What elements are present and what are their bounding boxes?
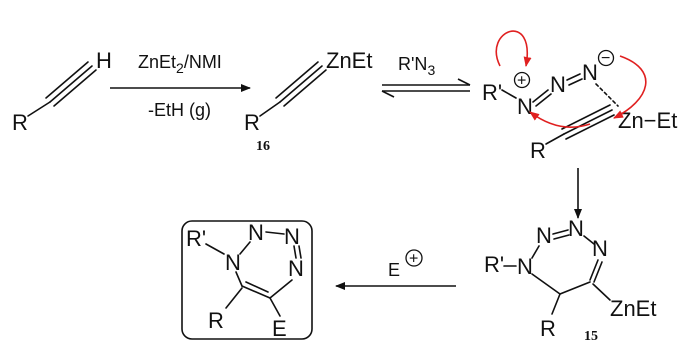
product-rprime-label: R' <box>186 226 206 251</box>
electrophile-plus-charge: + <box>409 251 418 268</box>
step4-arrow-group: E + <box>335 249 456 290</box>
product-n1-label: N <box>225 250 241 275</box>
triazole15-bond-n2-n3-b <box>553 234 570 240</box>
acetylide-triple-bond-1 <box>279 65 323 103</box>
compound-number-15: 15 <box>584 329 598 341</box>
step2-equilibrium-group: R'N3 <box>381 54 471 98</box>
azide-zinc-complex: R' N + N N − Zn−Et R <box>482 49 677 163</box>
complex-minus-charge: − <box>601 50 610 67</box>
triazole15-bond-n4-c4-b <box>593 261 603 283</box>
alkyne-triple-bond-1 <box>49 65 93 103</box>
acetylide-r-bond <box>259 101 281 117</box>
product-n3-label: N <box>284 224 300 249</box>
complex-n2-label: N <box>550 72 566 97</box>
complex-triple-bond-1 <box>563 109 613 135</box>
curly-arrow-top <box>495 30 532 67</box>
product-bond-n3-n4-a <box>293 245 297 259</box>
alkyne-triple-bond-3 <box>45 61 89 99</box>
acetylide-r-label: R <box>244 110 260 135</box>
step4-electrophile-label: E <box>388 260 400 280</box>
step1-byproduct-label: -EtH (g) <box>148 100 211 120</box>
product-e-label: E <box>272 316 287 341</box>
curly-arrows <box>495 30 647 128</box>
complex-zn-et-label: Zn−Et <box>618 108 677 133</box>
complex-minus-charge-circle <box>597 49 615 67</box>
product-n4-label: N <box>288 256 304 281</box>
product-bond-c4-c5-b <box>245 281 269 293</box>
product-bond-n3-n4-b <box>298 245 302 259</box>
complex-rprime-n-bond <box>501 89 517 99</box>
triazole15-bond-c4-c5 <box>559 281 591 295</box>
triazole15-c4-zn-bond <box>592 283 611 301</box>
triazole15-bond-c5-n1 <box>531 273 561 295</box>
equilibrium-reverse-barb <box>381 90 395 98</box>
complex-n3-label: N <box>582 60 598 85</box>
acetylide-triple-bond-2 <box>283 69 327 107</box>
product-rprime-bond <box>205 243 225 255</box>
acetylide-triple-bond-3 <box>275 61 319 99</box>
triazolyl-zinc-15: R' N N N N ZnEt R 15 <box>484 216 656 341</box>
product-bond-n4-c4 <box>269 279 293 299</box>
step1-arrow-group: ZnEt2/NMI -EtH (g) <box>110 52 251 120</box>
triazole15-n3-label: N <box>568 216 584 241</box>
complex-rprime-label: R' <box>482 80 502 105</box>
triazole15-bond-n1-n2 <box>531 245 540 259</box>
equilibrium-forward-barb <box>457 78 471 86</box>
triazole15-n4-label: N <box>592 236 608 261</box>
complex-n1-label: N <box>517 94 533 119</box>
triazole15-n1-label: N <box>517 254 533 279</box>
triazole15-n2-label: N <box>536 223 552 248</box>
complex-n2-n3-bond-a <box>566 73 581 81</box>
triazole15-bond-n3-n4 <box>583 235 595 245</box>
electrophile-plus-circle <box>405 249 423 267</box>
complex-n1-n2-bond-b <box>535 93 552 107</box>
acetylide-znet-label: ZnEt <box>326 48 372 73</box>
zinc-acetylide-16: R ZnEt 16 <box>244 48 372 154</box>
complex-plus-charge: + <box>517 73 526 90</box>
triazole15-rprime-label: R' <box>484 252 504 277</box>
boxed-product: R' N N N N R E <box>181 220 313 341</box>
step2-reagent-label: R'N3 <box>398 54 435 78</box>
complex-triple-bond-2 <box>565 114 615 140</box>
product-r-label: R <box>208 308 224 333</box>
product-bond-n1-n2 <box>239 241 251 255</box>
triazole15-bond-n4-c4-a <box>589 259 599 281</box>
complex-r-label: R <box>530 138 546 163</box>
triazole15-znet-label: ZnEt <box>610 296 656 321</box>
product-bond-c4-c5-a <box>241 285 271 299</box>
alkyne-h-label: H <box>96 48 112 73</box>
triazole15-c5-r-bond <box>551 293 561 315</box>
alkyne-triple-bond-2 <box>53 69 97 107</box>
complex-r-bond <box>545 133 565 145</box>
curly-arrow-bottom <box>529 111 591 128</box>
product-c5-r-bond <box>225 287 243 309</box>
product-bond-c5-n1 <box>235 271 243 287</box>
product-n2-label: N <box>248 220 264 245</box>
complex-n1-n2-bond-a <box>532 89 549 103</box>
complex-n-zn-dashed-bond <box>595 83 619 107</box>
curly-arrow-right <box>613 55 647 119</box>
complex-plus-charge-circle <box>513 71 531 89</box>
product-bond-n2-n3 <box>265 231 285 235</box>
triazole15-bond-n2-n3-a <box>552 229 569 235</box>
product-c4-e-bond <box>269 297 281 317</box>
step1-reagent-label: ZnEt2/NMI <box>138 52 222 76</box>
complex-n2-n3-bond-b <box>568 78 583 86</box>
triazole15-r-label: R <box>540 316 556 341</box>
alkyne-r-bond <box>27 101 51 117</box>
terminal-alkyne: R H <box>12 48 112 135</box>
alkyne-r-label: R <box>12 110 28 135</box>
complex-triple-bond-3 <box>561 104 611 130</box>
compound-number-16: 16 <box>256 139 270 154</box>
product-box <box>181 220 313 340</box>
